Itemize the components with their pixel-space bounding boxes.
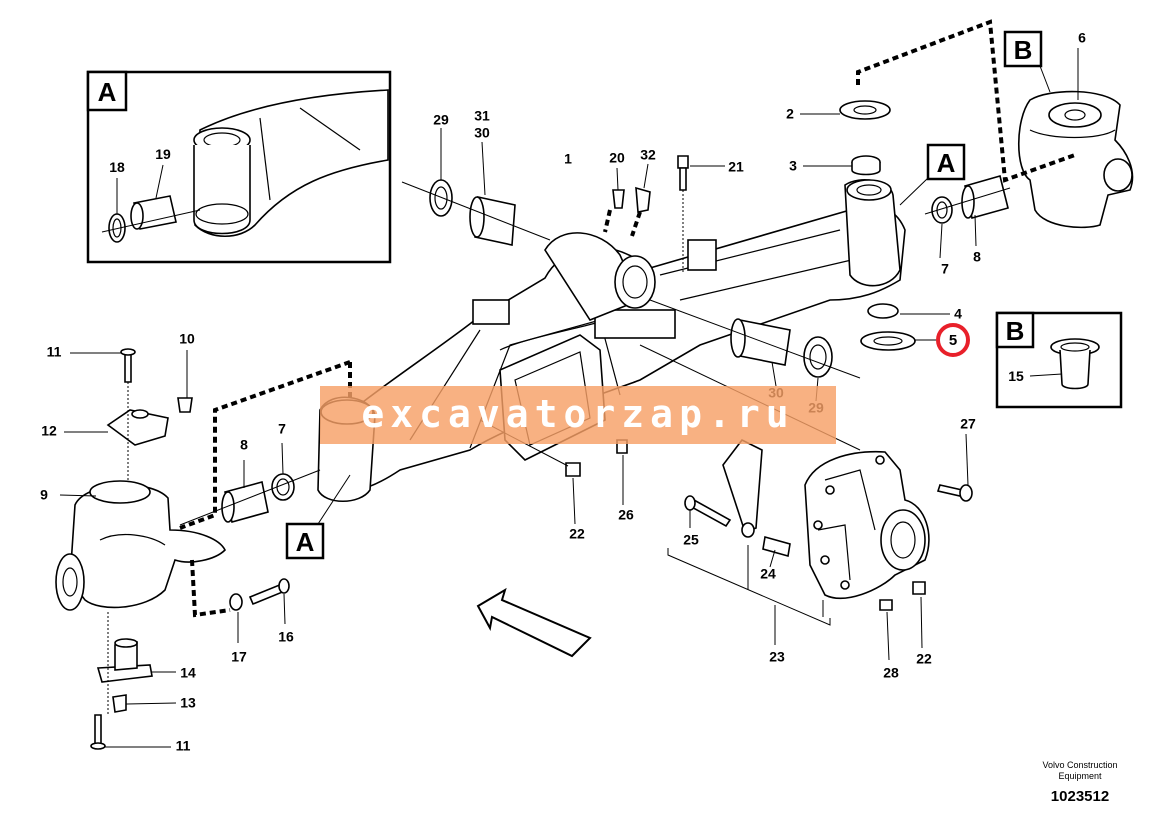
callout-c23: 23 xyxy=(769,649,785,665)
detail-b-label-15: 15 xyxy=(1008,368,1024,384)
callout-c11t: 11 xyxy=(47,344,62,360)
callout-c22r: 22 xyxy=(916,651,932,667)
callout-c10: 10 xyxy=(179,331,195,347)
callout-c11b: 11 xyxy=(176,738,191,754)
callout-c8r: 8 xyxy=(973,249,981,265)
callout-c1: 1 xyxy=(564,151,572,167)
top-bushings xyxy=(401,128,551,246)
detail-b-letter: B xyxy=(1006,316,1025,346)
hub-assembly xyxy=(479,344,973,661)
callout-c31: 31 xyxy=(474,108,490,124)
ref-a-bottom: A xyxy=(285,474,351,560)
watermark: excavatorzap.ru xyxy=(320,386,836,444)
svg-text:A: A xyxy=(937,148,956,178)
callout-c30t: 30 xyxy=(474,125,490,141)
watermark-text: excavatorzap.ru xyxy=(361,392,795,436)
detail-a-label-19: 19 xyxy=(155,146,171,162)
callout-c32: 32 xyxy=(640,147,656,163)
left-steering-knuckle xyxy=(55,348,321,750)
ref-b: B xyxy=(1003,30,1051,93)
callout-c9: 9 xyxy=(40,487,48,503)
drawing-footer: Volvo Construction Equipment 1023512 xyxy=(1030,760,1130,805)
detail-box-a: A 18 19 xyxy=(86,70,392,264)
direction-arrow xyxy=(476,587,592,658)
right-steering-knuckle xyxy=(924,48,1134,259)
callout-c27: 27 xyxy=(960,416,976,432)
callout-c17: 17 xyxy=(231,649,247,665)
callout-c22l: 22 xyxy=(569,526,585,542)
lower-bushings xyxy=(649,299,861,402)
callout-c16: 16 xyxy=(278,629,294,645)
highlighted-part-5: 5 xyxy=(949,332,957,349)
callout-c3: 3 xyxy=(789,158,797,174)
svg-text:A: A xyxy=(296,527,315,557)
ref-a-top: A xyxy=(899,143,966,206)
callout-c24: 24 xyxy=(760,566,776,582)
callout-c21: 21 xyxy=(728,159,744,175)
callout-c7r: 7 xyxy=(941,261,949,277)
callout-c7l: 7 xyxy=(278,421,286,437)
manufacturer-name: Volvo Construction Equipment xyxy=(1042,760,1118,781)
callout-c29t: 29 xyxy=(433,112,449,128)
callout-c14: 14 xyxy=(180,665,196,681)
callout-c28: 28 xyxy=(883,665,899,681)
callout-c4: 4 xyxy=(954,306,962,322)
callout-c6: 6 xyxy=(1078,30,1086,46)
callout-c2: 2 xyxy=(786,106,794,122)
drawing-number: 1023512 xyxy=(1050,788,1110,805)
highlight-ring xyxy=(936,323,970,357)
callout-c26: 26 xyxy=(618,507,634,523)
callout-c25: 25 xyxy=(683,532,699,548)
detail-box-b: B 15 xyxy=(995,311,1123,409)
svg-text:B: B xyxy=(1014,35,1033,65)
callout-c20: 20 xyxy=(609,150,625,166)
callout-c12: 12 xyxy=(41,423,57,439)
grease-fittings xyxy=(603,155,725,272)
callout-c13: 13 xyxy=(180,695,196,711)
detail-a-label-18: 18 xyxy=(109,159,125,175)
detail-a-letter: A xyxy=(98,77,117,107)
callout-c8l: 8 xyxy=(240,437,248,453)
right-kingpin-stack: 5 xyxy=(800,100,970,357)
